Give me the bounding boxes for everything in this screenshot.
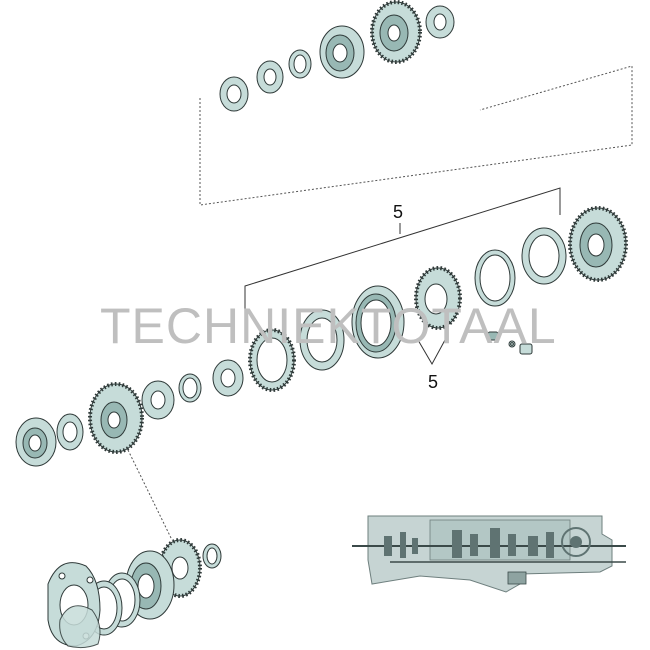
sliding-sleeve — [351, 285, 405, 359]
callout-top-label: 5 — [393, 202, 403, 222]
callout-bottom-label: 5 — [428, 372, 438, 392]
snap-ring-bottom — [202, 543, 222, 569]
synchro-ring-toothed — [248, 328, 296, 392]
gear-top — [370, 0, 422, 64]
thin-ring-middle — [178, 373, 202, 403]
assembly-bracket — [244, 187, 561, 318]
thin-ring-right — [474, 249, 516, 307]
gear-lower-left — [88, 382, 144, 454]
synchro-ring-right — [521, 227, 567, 285]
synchro-ring-left — [299, 309, 345, 371]
bearing-middle — [141, 380, 175, 420]
synchro-hub — [414, 266, 462, 330]
bottom-guide-line — [127, 449, 173, 541]
snap-ring-top — [288, 49, 312, 79]
gasket-bottom — [59, 605, 101, 649]
synchro-group — [141, 206, 628, 420]
gear-middle-right — [568, 206, 628, 282]
gearbox-housing-icon — [352, 515, 626, 593]
sleeve-top — [256, 60, 284, 94]
top-parts-group — [219, 0, 455, 112]
bottom-housing-group — [47, 538, 222, 649]
needle-bearing-middle — [212, 359, 244, 397]
needle-bearing-top-right — [425, 5, 455, 39]
bearing-top — [319, 25, 365, 79]
bearing-lower-left — [15, 417, 57, 467]
callout-bottom-leader — [417, 339, 446, 366]
watermark-text: TECHNIEKTOTAAL — [100, 298, 557, 354]
needle-bearing-top-left — [219, 76, 249, 112]
detent-parts — [487, 331, 533, 355]
washer-lower-left — [56, 413, 84, 451]
lower-left-group — [15, 382, 144, 467]
